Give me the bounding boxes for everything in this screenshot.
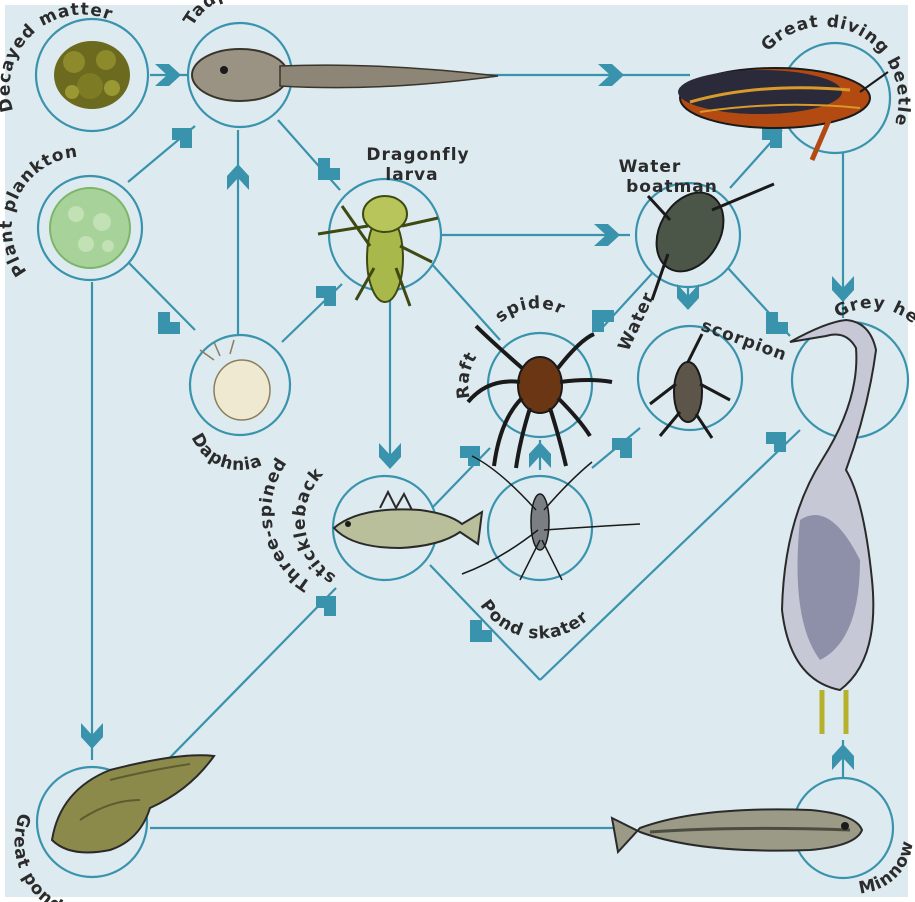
label-water-boatman-line1: Water bbox=[619, 157, 682, 177]
decayed-matter-illustration bbox=[54, 41, 130, 109]
label-dragonfly-larva-line2: larva bbox=[385, 165, 438, 185]
label-water-boatman-line2: boatman bbox=[626, 177, 718, 197]
plant-plankton-illustration bbox=[50, 188, 130, 268]
label-dragonfly-larva-line1: Dragonfly bbox=[366, 145, 469, 165]
